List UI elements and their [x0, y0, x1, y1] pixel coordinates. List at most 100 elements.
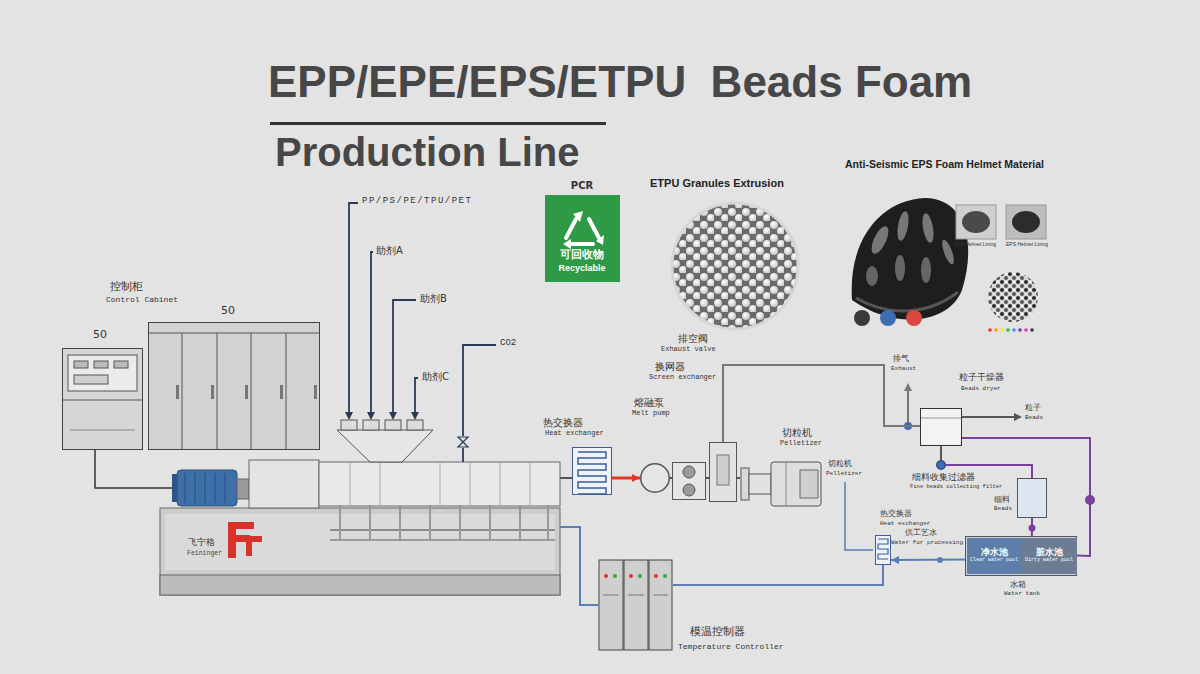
control-cabinet-art: [62, 400, 143, 401]
control-cabinet-art: [114, 361, 128, 368]
part-name: 排气: [893, 355, 909, 364]
recycle-badge: [572, 242, 593, 246]
exhaust-valve-art: [709, 442, 737, 502]
connector-line: [95, 450, 160, 488]
water-tank: 水箱Water tank净水池Clear water pool脏水池Dirty …: [965, 536, 1077, 576]
extruder-art: [519, 506, 521, 540]
dryer-art: [920, 408, 962, 446]
small-heat-exchanger-coil: [878, 539, 888, 559]
helmet-photo: [956, 205, 996, 239]
feed-label: CO2: [500, 339, 516, 349]
control-cabinet-art: [62, 348, 143, 450]
control-cabinet-art: [286, 333, 287, 450]
temperature-controller-art: [638, 574, 642, 578]
temperature-controller-art: [603, 595, 619, 596]
extruder-art: [380, 462, 381, 506]
etpu-granules-photo: [672, 203, 798, 329]
connector-line: [891, 559, 967, 562]
helmet-photo: [988, 272, 1038, 322]
control-cabinet-art: [211, 385, 214, 399]
connector-line: [560, 477, 572, 479]
part-name: 细料收集过滤器: [912, 473, 975, 482]
node-outline: [937, 461, 946, 470]
pipes-and-valves: [1014, 413, 1022, 421]
title-underline: [270, 122, 606, 125]
part-name: Screen exchanger: [649, 374, 716, 382]
fine-beads-filter: 细料收集过滤器Fine beads collecting filter: [936, 460, 946, 470]
cabinet-number: 50: [93, 329, 107, 341]
part-name: 粒子: [1025, 404, 1041, 413]
control-cabinet-art: [217, 333, 218, 450]
connector-line: [723, 365, 920, 442]
temperature-controller-art: [649, 560, 672, 650]
part-name: 切粒机: [828, 460, 852, 469]
extruder-art: [330, 529, 555, 531]
recycle-badge: [589, 219, 599, 238]
exhaust-valve-art: [709, 442, 737, 502]
helmet-photo: [895, 255, 905, 281]
dryer-art: [920, 418, 962, 419]
feed-lines: [371, 252, 373, 413]
extruder-art: [195, 473, 196, 503]
arrowhead: [632, 474, 640, 482]
photo-caption: EPS Helmet Lining: [954, 242, 996, 248]
helmet-photo: [856, 292, 958, 311]
control-cabinet-art: [94, 361, 108, 368]
feed-arrowheads: [345, 412, 353, 420]
brand-name: 飞宁格: [188, 538, 215, 548]
control-cabinet-art: [251, 333, 252, 450]
part-name: Exhaust: [891, 366, 916, 373]
part-name: Pelletizer: [826, 471, 862, 478]
part-name: Water for processing: [891, 540, 963, 547]
connector-line: [737, 477, 740, 479]
hopper: [337, 430, 433, 462]
extruder-art: [547, 506, 549, 540]
photo-caption: EPS Helmet Lining: [1006, 242, 1048, 248]
extruder-art: [160, 460, 560, 595]
feed-arrowheads: [411, 412, 419, 420]
badge-text: 可回收物: [560, 249, 604, 261]
helmet-photo: [895, 210, 910, 241]
control-cabinet-art: [182, 333, 183, 450]
helmet-photo: [920, 212, 935, 243]
feed-arrowheads: [458, 437, 468, 447]
connector: [891, 556, 967, 564]
feed-label: 助剂C: [422, 371, 449, 382]
node-outline: [641, 464, 670, 493]
extruder-art: [429, 506, 431, 540]
hopper: [341, 420, 357, 430]
photo-caption: Anti-Seismic EPS Foam Helmet Material: [845, 159, 1044, 171]
helmet-photo: [1006, 328, 1010, 332]
screen-exchanger-art: [683, 466, 695, 478]
hopper: [337, 420, 433, 462]
temperature-controller-art: [653, 595, 668, 596]
control-cabinet-art: [314, 385, 317, 399]
part-name: Water tank: [1004, 591, 1040, 598]
control-cabinet-art: [148, 322, 320, 450]
small-heat-exchanger-coil: [875, 535, 891, 565]
connector: [560, 478, 572, 479]
pelletizer-art: [800, 470, 818, 498]
feed-lines: [463, 345, 496, 436]
connector: [737, 478, 740, 479]
control-cabinet-art: [68, 355, 137, 391]
subtitle: Production Line: [275, 130, 579, 174]
part-name: 热交换器: [880, 510, 912, 519]
pipes-and-valves: [845, 482, 873, 550]
part-name: 模温控制器: [690, 626, 745, 638]
connector: [723, 365, 920, 442]
helmet-photo: [880, 310, 896, 326]
helmet-photo: [868, 224, 892, 256]
extruder-art: [470, 462, 471, 506]
etpu-granules-photo: [672, 203, 798, 329]
recycle-badge: [573, 211, 583, 222]
pipes-and-valves: [904, 383, 912, 391]
temperature-controller-art: [628, 595, 644, 596]
temperature-controller-art: [654, 574, 658, 578]
connector: [1031, 518, 1032, 538]
pelletizer-art: [771, 462, 821, 506]
extruder-art: [489, 506, 491, 540]
part-name: Beads: [994, 506, 1012, 513]
hopper: [407, 420, 423, 430]
